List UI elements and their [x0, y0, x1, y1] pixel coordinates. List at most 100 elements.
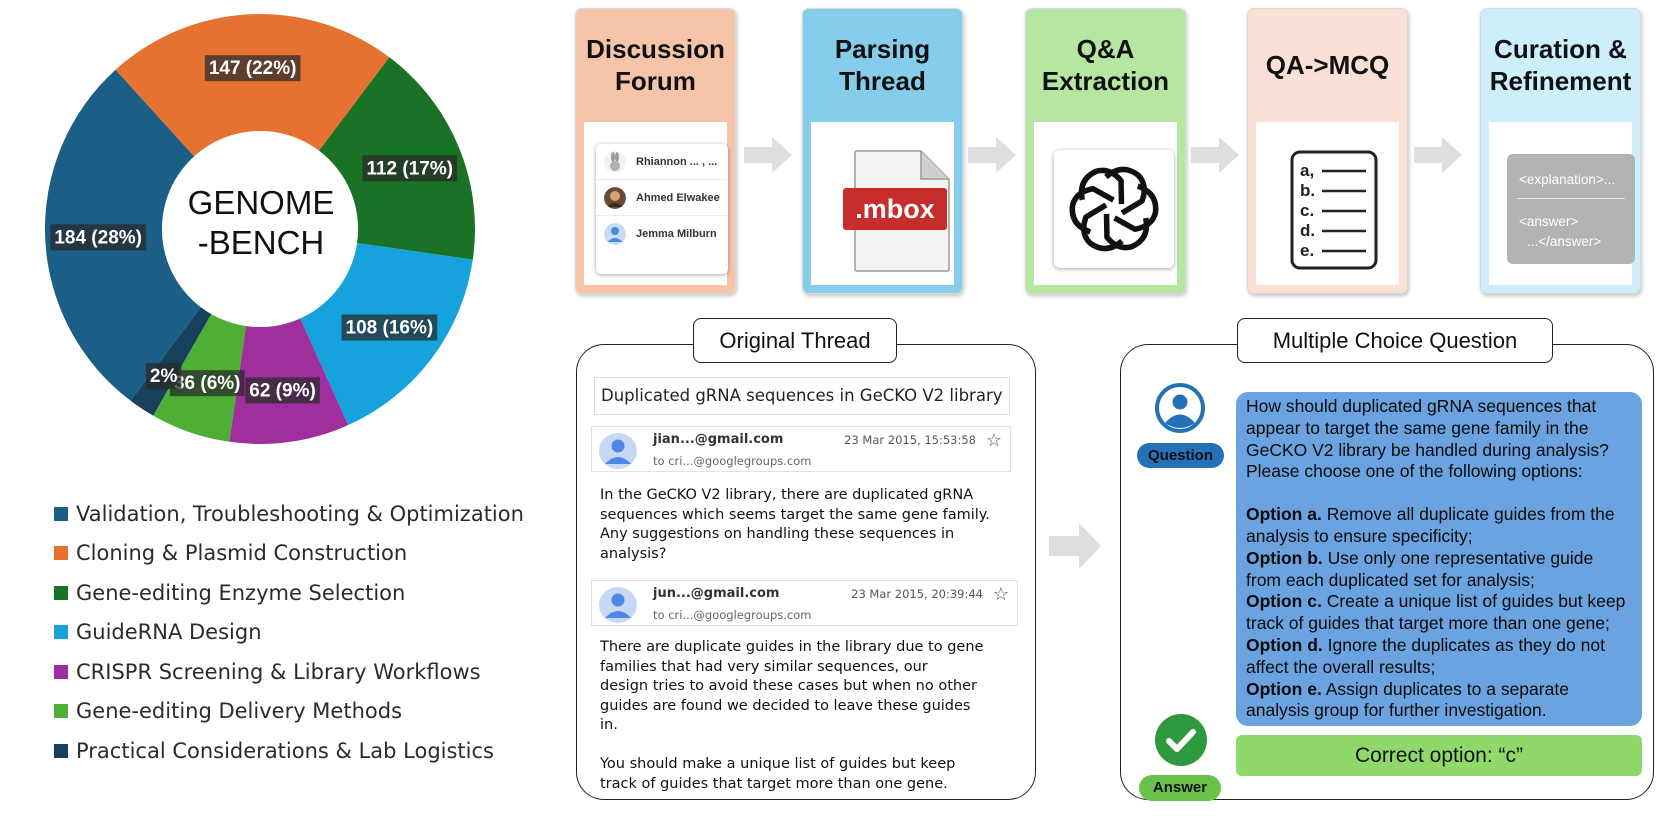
slice-label-background — [341, 314, 438, 341]
slice-data-label: 36 (6%) — [169, 370, 245, 397]
answer-close-tag: ...</answer> — [1527, 234, 1602, 249]
option-d-cont: affect the overall results; — [1246, 656, 1436, 677]
star-icon[interactable]: ☆ — [985, 430, 1002, 450]
slice-label-text: 108 (16%) — [346, 317, 434, 338]
message-recipient: to cri...@googlegroups.com — [653, 608, 812, 622]
message-header: jian...@gmail.com to cri...@googlegroups… — [591, 426, 1011, 472]
slice-labels: 184 (28%) 147 (22%) 112 (17%) 108 (16%) 62 (… — [50, 55, 458, 404]
legend-item-screening: CRISPR Screening & Library Workflows — [54, 652, 524, 692]
center-label-line2: -BENCH — [198, 224, 325, 261]
center-label-line1: GENOME — [188, 184, 335, 221]
option-e: Option e. Assign duplicates to a separat… — [1246, 679, 1634, 701]
mcq-letter: e. — [1300, 241, 1314, 260]
legend-item-validation: Validation, Troubleshooting & Optimizati… — [54, 494, 524, 534]
message-sender: jian...@gmail.com — [653, 432, 784, 447]
option-text: Remove all duplicate guides from the — [1321, 504, 1615, 525]
curation-card-icon: <explanation>... <answer> ...</answer> — [1507, 154, 1635, 264]
slice-data-label: 112 (17%) — [362, 155, 458, 182]
option-key: Option b. — [1246, 547, 1323, 568]
option-key: Option e. — [1246, 678, 1322, 699]
stage-parsing-thread: Parsing Thread .mbox — [802, 8, 963, 294]
forum-user-name: Rhiannon ... , ... — [636, 155, 718, 168]
message-body: There are duplicate guides in the librar… — [600, 638, 1014, 794]
person-photo-avatar-icon — [604, 186, 626, 209]
body-line: design tries to avoid these cases but wh… — [600, 678, 977, 694]
slice-label-text: 112 (17%) — [366, 158, 453, 179]
forum-user-name: Ahmed Elwakee — [636, 191, 720, 204]
body-line: analysis? — [600, 545, 667, 562]
mcq-letter: b. — [1300, 181, 1315, 200]
body-line: guides are found we decided to leave the… — [600, 697, 971, 714]
legend-label: Gene-editing Delivery Methods — [76, 699, 403, 724]
slice-label-background — [245, 377, 320, 404]
legend-label: CRISPR Screening & Library Workflows — [76, 659, 481, 684]
mcq-letter: d. — [1300, 221, 1315, 240]
body-line: sequences which seems target the same ge… — [600, 506, 990, 523]
thread-subject: Duplicated gRNA sequences in GeCKO V2 li… — [594, 377, 1010, 415]
option-a: Option a. Remove all duplicate guides fr… — [1246, 504, 1634, 526]
stage-panel: Rhiannon ... , ... Ahmed Elwakee Jemma M… — [584, 122, 728, 285]
forum-row: Jemma Milburn — [596, 216, 728, 252]
option-text: Ignore the duplicates as they do not — [1322, 634, 1605, 655]
slice-label-text: 36 (6%) — [174, 373, 241, 394]
option-b: Option b. Use only one representative gu… — [1246, 548, 1634, 570]
body-line: families that had very similar sequences… — [600, 658, 928, 675]
mcq-letter: a, — [1300, 161, 1314, 180]
mcq-letter: c. — [1300, 201, 1314, 220]
option-text: Use only one representative guide — [1322, 547, 1594, 568]
rabbit-avatar-icon — [604, 150, 626, 173]
legend-label: GuideRNA Design — [76, 620, 262, 645]
slice-data-label: 184 (28%) — [50, 224, 147, 251]
original-thread-tab: Original Thread — [693, 318, 897, 363]
slice-label-background — [169, 370, 245, 397]
legend-item-enzyme: Gene-editing Enzyme Selection — [54, 573, 524, 613]
slice-data-label: 108 (16%) — [341, 314, 438, 341]
message-date: 23 Mar 2015, 20:39:44 — [851, 587, 983, 601]
question-spacer — [1246, 483, 1634, 504]
question-text-box: How should duplicated gRNA sequences tha… — [1236, 392, 1642, 726]
slice-label-background — [362, 155, 458, 182]
slice-label-text: 62 (9%) — [249, 380, 316, 401]
option-key: Option c. — [1246, 591, 1322, 612]
legend-label: Practical Considerations & Lab Logistics — [76, 738, 494, 763]
stage-title: Q&A Extraction — [1041, 33, 1170, 96]
body-line: In the GeCKO V2 library, there are dupli… — [600, 487, 974, 503]
stage-panel: a, b. c. d. e. — [1256, 122, 1399, 285]
body-spacer — [600, 736, 1014, 756]
user-avatar-icon — [599, 587, 637, 623]
slice-label-background — [50, 224, 147, 251]
divider — [1517, 198, 1625, 199]
stage-qa-to-mcq: QA->MCQ a, b. c. d. e. — [1247, 8, 1408, 294]
correct-option-box: Correct option: “c” — [1236, 735, 1642, 776]
stage-curation-refinement: Curation & Refinement <explanation>... <… — [1480, 8, 1641, 294]
default-avatar-icon — [604, 223, 626, 245]
question-line: Please choose one of the following optio… — [1246, 461, 1583, 482]
legend-label: Validation, Troubleshooting & Optimizati… — [76, 501, 524, 526]
question-label: Question — [1137, 443, 1224, 468]
slice-label-text: 184 (28%) — [54, 227, 142, 248]
option-key: Option a. — [1246, 504, 1322, 525]
chart-legend: Validation, Troubleshooting & Optimizati… — [54, 494, 524, 771]
stage-qa-extraction: Q&A Extraction — [1025, 8, 1186, 294]
option-c: Option c. Create a unique list of guides… — [1246, 591, 1634, 613]
forum-row: Rhiannon ... , ... — [596, 144, 728, 180]
star-icon[interactable]: ☆ — [992, 584, 1009, 604]
legend-label: Gene-editing Enzyme Selection — [76, 580, 406, 605]
stage-panel: .mbox — [811, 122, 954, 285]
stage-title: Curation & Refinement — [1489, 33, 1632, 96]
legend-item-guiderna: GuideRNA Design — [54, 613, 524, 653]
body-line: You should make a unique list of guides … — [600, 756, 956, 772]
stage-title: Discussion Forum — [586, 33, 725, 96]
mcq-document-icon: a, b. c. d. e. — [1290, 150, 1378, 270]
slice-label-background — [145, 363, 182, 390]
option-key: Option d. — [1246, 634, 1323, 655]
donut-hole — [162, 131, 358, 327]
option-a-cont: analysis to ensure specificity; — [1246, 525, 1473, 546]
body-line: There are duplicate guides in the librar… — [600, 639, 984, 655]
question-line: How should duplicated gRNA sequences tha… — [1246, 396, 1597, 416]
legend-swatch — [54, 704, 68, 719]
slice-data-label: 147 (22%) — [204, 55, 301, 82]
legend-swatch — [54, 743, 68, 758]
flow-arrow-icon — [968, 137, 1016, 173]
message-sender: jun...@gmail.com — [653, 586, 780, 601]
